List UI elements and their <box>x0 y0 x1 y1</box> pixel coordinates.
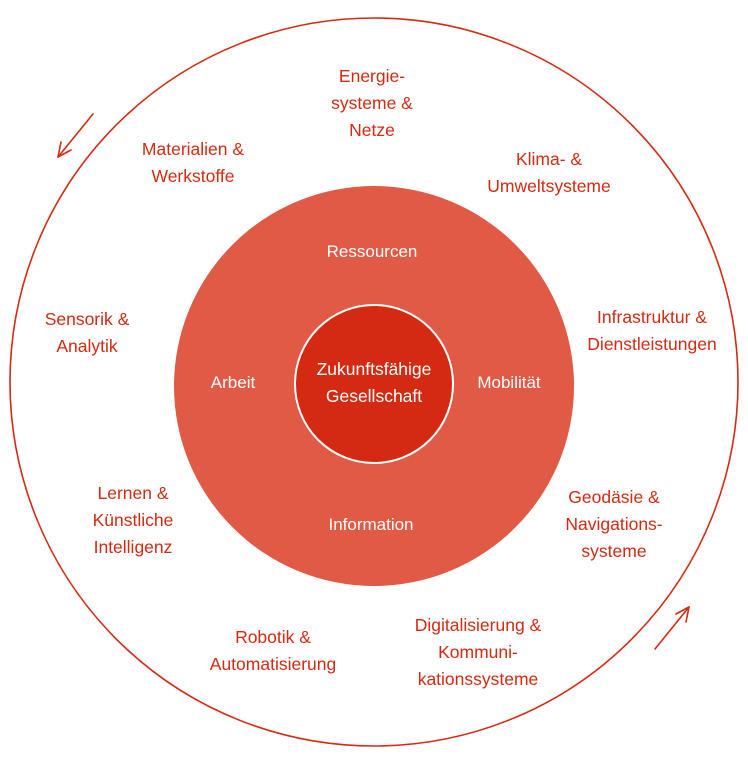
inner-label-mobilitaet-line: Mobilität <box>477 373 541 392</box>
outer-label-materialien: Materialien & Werkstoffe <box>142 139 244 186</box>
outer-label-robotik-line: Robotik & <box>235 627 311 647</box>
outer-label-geodaesie-line: systeme <box>581 541 646 561</box>
outer-label-digitalisierung-line: Digitalisierung & <box>415 615 542 635</box>
outer-label-energie-line: Energie- <box>339 66 405 86</box>
outer-label-klima-line: Umweltsysteme <box>487 176 611 196</box>
inner-label-mobilitaet: Mobilität <box>477 373 541 392</box>
outer-label-lernen-line: Künstliche <box>93 510 174 530</box>
outer-label-energie: Energie-systeme & Netze <box>331 66 413 140</box>
inner-label-arbeit-line: Arbeit <box>211 373 256 392</box>
inner-label-information: Information <box>328 515 413 534</box>
inner-label-ressourcen: Ressourcen <box>327 242 418 261</box>
outer-label-klima: Klima- & Umweltsysteme <box>487 149 611 196</box>
outer-label-infrastruktur-line: Infrastruktur & <box>597 307 707 327</box>
outer-label-sensorik-line: Analytik <box>56 336 118 356</box>
outer-label-energie-line: Netze <box>349 120 395 140</box>
outer-label-digitalisierung-line: Kommuni- <box>438 642 518 662</box>
center-label-line: Gesellschaft <box>326 386 422 406</box>
outer-label-digitalisierung-line: kationssysteme <box>418 669 539 689</box>
outer-label-lernen-line: Intelligenz <box>94 537 173 557</box>
core-circle <box>294 304 454 464</box>
outer-label-robotik: Robotik & Automatisierung <box>210 627 336 674</box>
outer-label-digitalisierung: Digitalisierung & Kommuni-kationssysteme <box>415 615 542 689</box>
outer-label-sensorik: Sensorik & Analytik <box>45 309 130 356</box>
outer-label-infrastruktur-line: Dienstleistungen <box>587 334 716 354</box>
outer-label-klima-line: Klima- & <box>516 149 582 169</box>
outer-label-energie-line: systeme & <box>331 93 413 113</box>
cycle-arrow-icon-top-left <box>57 113 94 158</box>
outer-label-robotik-line: Automatisierung <box>210 654 336 674</box>
outer-label-lernen-line: Lernen & <box>97 483 168 503</box>
outer-ring <box>9 17 739 747</box>
cycle-arrow-icon-bottom-right <box>654 606 690 650</box>
center-label-line: Zukunftsfähige <box>317 359 432 379</box>
outer-label-geodaesie-line: Geodäsie & <box>568 487 660 507</box>
outer-label-materialien-line: Werkstoffe <box>152 166 235 186</box>
outer-label-geodaesie: Geodäsie & Navigations-systeme <box>565 487 662 561</box>
outer-label-sensorik-line: Sensorik & <box>45 309 130 329</box>
inner-label-ressourcen-line: Ressourcen <box>327 242 418 261</box>
inner-label-information-line: Information <box>328 515 413 534</box>
outer-label-materialien-line: Materialien & <box>142 139 244 159</box>
outer-label-geodaesie-line: Navigations- <box>565 514 662 534</box>
inner-label-arbeit: Arbeit <box>211 373 256 392</box>
outer-label-infrastruktur: Infrastruktur & Dienstleistungen <box>587 307 716 354</box>
